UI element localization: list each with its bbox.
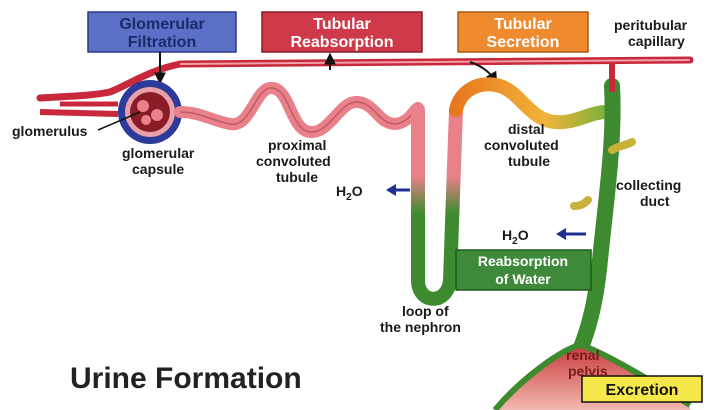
distal-label-2: convoluted bbox=[484, 137, 559, 153]
collecting-duct bbox=[580, 86, 613, 350]
collecting-duct-label-2: duct bbox=[640, 193, 670, 209]
h2o-label-bottom: H2O bbox=[502, 227, 529, 247]
glomerular-capsule-label-1: glomerular bbox=[122, 145, 195, 161]
collecting-duct-branch bbox=[574, 200, 588, 206]
proximal-label-1: proximal bbox=[268, 137, 326, 153]
glomerular-capsule bbox=[118, 80, 182, 144]
excretion-label: Excretion bbox=[606, 382, 679, 399]
water-reabsorption-bottom: H2O bbox=[502, 227, 586, 247]
loop-label-1: loop of bbox=[402, 303, 449, 319]
loop-label-2: the nephron bbox=[380, 319, 461, 335]
tubular-secretion-line2: Secretion bbox=[487, 34, 560, 51]
glomerulus-label: glomerulus bbox=[12, 123, 88, 139]
loop-of-nephron bbox=[418, 110, 456, 299]
glomerular-filtration-box: Glomerular Filtration bbox=[88, 12, 236, 52]
renal-pelvis-label-1: renal bbox=[566, 347, 599, 363]
tubular-secretion-box: Tubular Secretion bbox=[458, 12, 588, 52]
reabsorption-of-water-line2: of Water bbox=[495, 271, 551, 287]
glomerular-filtration-line1: Glomerular bbox=[119, 16, 204, 33]
peritubular-capillary-label-1: peritubular bbox=[614, 17, 688, 33]
tubular-reabsorption-box: Tubular Reabsorption bbox=[262, 12, 422, 52]
distal-convoluted-tubule bbox=[456, 84, 606, 122]
glomerular-capsule-label-2: capsule bbox=[132, 161, 184, 177]
reabsorption-of-water-box: Reabsorption of Water bbox=[456, 250, 591, 290]
proximal-label-3: tubule bbox=[276, 169, 318, 185]
renal-pelvis-label-2: pelvis bbox=[568, 363, 608, 379]
tubular-reabsorption-line1: Tubular bbox=[313, 16, 370, 33]
tubular-secretion-line1: Tubular bbox=[494, 16, 551, 33]
glomerular-filtration-line2: Filtration bbox=[128, 34, 196, 51]
h2o-label-top: H2O bbox=[336, 183, 363, 203]
reabsorption-of-water-line1: Reabsorption bbox=[478, 253, 568, 269]
excretion-box: Excretion bbox=[582, 376, 702, 402]
distal-label-1: distal bbox=[508, 121, 545, 137]
afferent-arteriole bbox=[40, 112, 118, 114]
diagram-title: Urine Formation bbox=[70, 362, 302, 395]
distal-label-3: tubule bbox=[508, 153, 550, 169]
water-reabsorption-top: H2O bbox=[336, 183, 410, 203]
tubular-reabsorption-line2: Reabsorption bbox=[290, 34, 393, 51]
peritubular-capillary-label-2: capillary bbox=[628, 33, 685, 49]
collecting-duct-label-1: collecting bbox=[616, 177, 681, 193]
proximal-label-2: convoluted bbox=[256, 153, 331, 169]
